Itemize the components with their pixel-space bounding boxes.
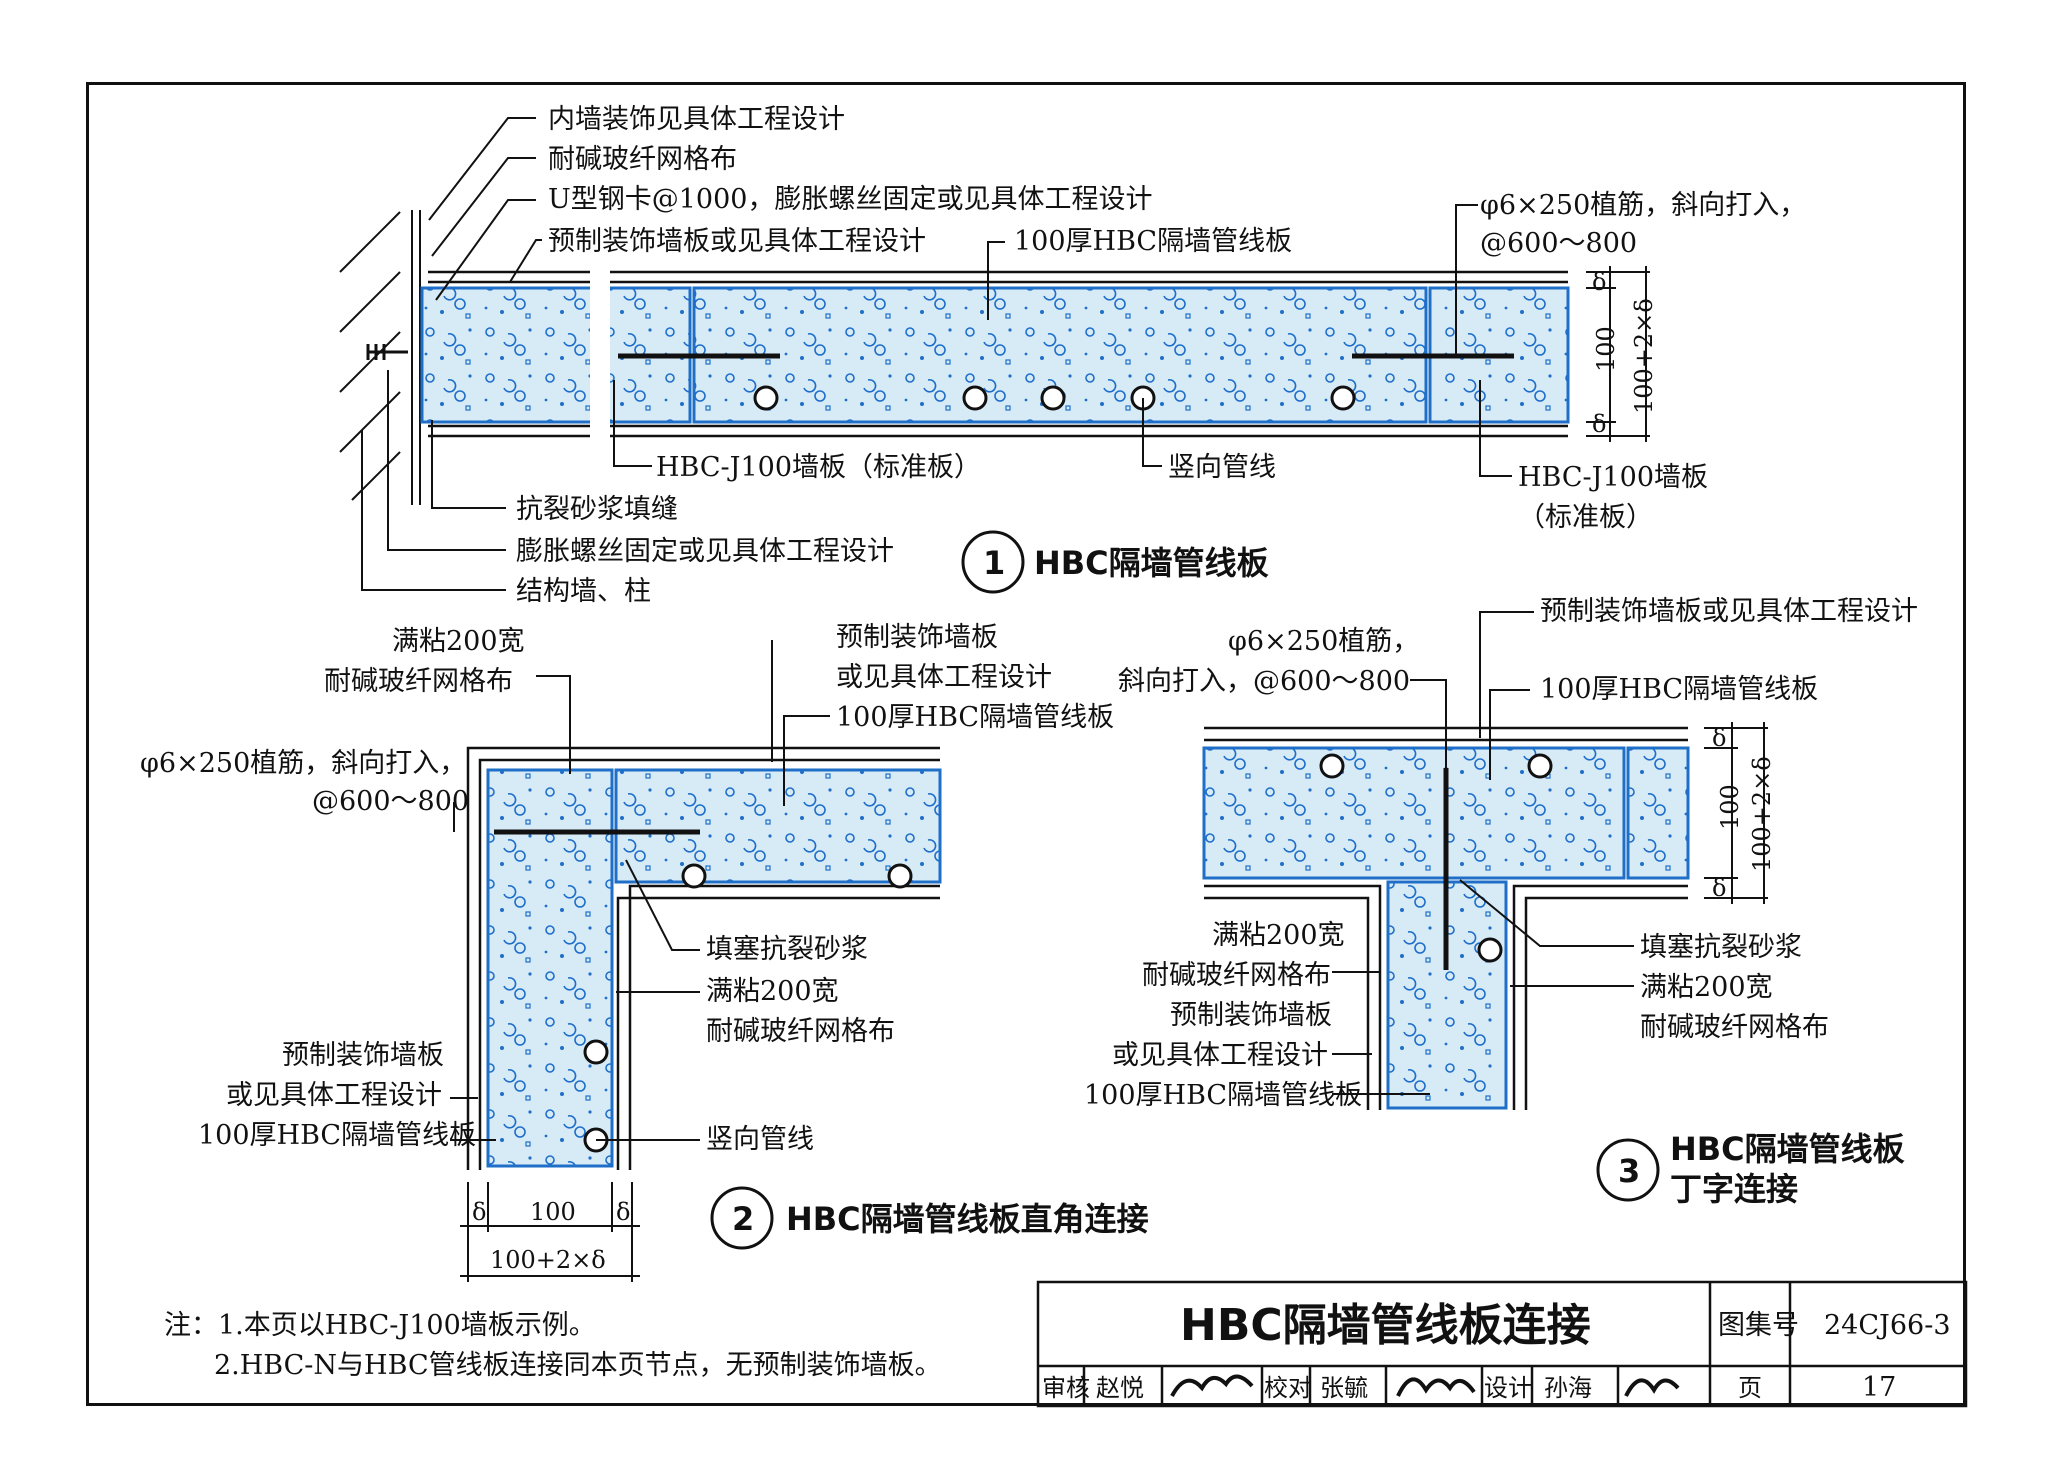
detail3-title-2: 丁字连接 (1670, 1170, 1798, 1208)
dim1-100: 100 (1592, 326, 1620, 372)
dim3-delta-top: δ (1712, 724, 1726, 752)
pipes-2 (583, 863, 913, 1153)
label-std-board-right-1: HBC-J100墙板 (1518, 462, 1708, 493)
label-mesh-l-3b: 耐碱玻纤网格布 (1142, 960, 1331, 991)
label-rebar-1b: @600～800 (1480, 228, 1637, 259)
detail3-title-1: HBC隔墙管线板 (1670, 1130, 1905, 1168)
dim-lines-2 (460, 1182, 640, 1282)
label-mesh-1: 耐碱玻纤网格布 (548, 144, 737, 175)
designer-name: 孙海 (1544, 1374, 1592, 1402)
drawing-frame (86, 82, 1966, 1406)
dim3-100: 100 (1716, 784, 1744, 830)
atlas-number: 24CJ66-3 (1824, 1310, 1951, 1341)
dim2-100: 100 (530, 1198, 576, 1226)
dim-lines-1 (1586, 266, 1650, 442)
detail2-number: 2 (732, 1200, 754, 1238)
label-rebar-2b: @600～800 (312, 786, 469, 817)
dim-lines-3 (1704, 722, 1768, 904)
label-struct-wall: 结构墙、柱 (516, 576, 651, 607)
label-precast-left-2a: 预制装饰墙板 (282, 1040, 444, 1071)
dim2-delta-right: δ (616, 1198, 630, 1226)
hbc-board-3h1 (1202, 746, 1626, 880)
label-u-clip: U型钢卡@1000，膨胀螺丝固定或见具体工程设计 (548, 184, 1152, 215)
label-precast-l-3a: 预制装饰墙板 (1170, 1000, 1332, 1031)
hbc-board-3h2 (1626, 746, 1690, 880)
detail2-title: HBC隔墙管线板直角连接 (786, 1200, 1149, 1238)
precast-panel-lines (428, 270, 1568, 438)
detail1-number: 1 (983, 544, 1005, 582)
reviewer-name: 赵悦 (1096, 1374, 1144, 1402)
structural-wall-hatch (339, 210, 421, 505)
label-hbc-left-2: 100厚HBC隔墙管线板 (198, 1120, 476, 1151)
label-rebar-1a: φ6×250植筋，斜向打入， (1480, 190, 1806, 221)
hbc-board-2v (486, 768, 614, 1168)
label-hbc-board-2: 100厚HBC隔墙管线板 (836, 702, 1114, 733)
detail3-number: 3 (1618, 1152, 1640, 1190)
detail1-title: HBC隔墙管线板 (1034, 544, 1269, 582)
page-label: 页 (1738, 1374, 1762, 1402)
label-precast-top-3: 预制装饰墙板或见具体工程设计 (1540, 596, 1918, 627)
label-precast-left-2b: 或见具体工程设计 (226, 1080, 442, 1111)
title-block (1036, 1280, 1968, 1408)
detail3-number-circle (1596, 1138, 1660, 1202)
label-hbc-top-3: 100厚HBC隔墙管线板 (1540, 674, 1818, 705)
dim3-delta-bottom: δ (1712, 874, 1726, 902)
detail3-drawing (1202, 611, 1768, 1110)
label-vertical-pipe-1: 竖向管线 (1168, 452, 1276, 483)
sheet-title: HBC隔墙管线板连接 (1180, 1300, 1591, 1351)
label-precast-2b: 或见具体工程设计 (836, 662, 1052, 693)
check-label: 校对 (1264, 1374, 1312, 1402)
label-inner-finish: 内墙装饰见具体工程设计 (548, 104, 845, 135)
label-mesh-in-2a: 满粘200宽 (706, 976, 839, 1007)
label-precast-1: 预制装饰墙板或见具体工程设计 (548, 226, 926, 257)
anchor-bolt-icon (366, 344, 408, 360)
note-1: 注：1.本页以HBC-J100墙板示例。 (164, 1310, 596, 1341)
label-fill-mortar-3: 填塞抗裂砂浆 (1640, 932, 1802, 963)
detail1-number-circle (961, 530, 1025, 594)
label-mesh-top-1: 满粘200宽 (392, 626, 525, 657)
label-hbc-l-3: 100厚HBC隔墙管线板 (1084, 1080, 1362, 1111)
dim3-total: 100+2×δ (1748, 756, 1776, 872)
dim1-total: 100+2×δ (1630, 298, 1658, 414)
label-mesh-in-2b: 耐碱玻纤网格布 (706, 1016, 895, 1047)
label-vertical-pipe-2: 竖向管线 (706, 1124, 814, 1155)
label-fill-mortar-2: 填塞抗裂砂浆 (706, 934, 868, 965)
label-rebar-3a: φ6×250植筋， (1228, 626, 1419, 657)
atlas-label: 图集号 (1718, 1310, 1799, 1341)
design-label: 设计 (1484, 1374, 1532, 1402)
label-precast-2a: 预制装饰墙板 (836, 622, 998, 653)
pipes-3 (1319, 753, 1553, 963)
dim1-delta-bottom: δ (1592, 410, 1606, 438)
detail2-number-circle (710, 1186, 774, 1250)
label-mesh-r-3a: 满粘200宽 (1640, 972, 1773, 1003)
page-number: 17 (1862, 1372, 1896, 1403)
label-crack-mortar: 抗裂砂浆填缝 (516, 494, 678, 525)
detail2-drawing (450, 640, 942, 1282)
signature-marks (1170, 1374, 1680, 1397)
detail1-drawing (339, 117, 1650, 591)
label-rebar-3b: 斜向打入，@600～800 (1118, 666, 1410, 697)
label-anchor: 膨胀螺丝固定或见具体工程设计 (516, 536, 894, 567)
label-std-board-left: HBC-J100墙板（标准板） (656, 452, 981, 483)
review-label: 审核 (1042, 1374, 1090, 1402)
hbc-board-2h (614, 768, 942, 884)
dim1-delta-top: δ (1592, 268, 1606, 296)
note-2: 2.HBC-N与HBC管线板连接同本页节点，无预制装饰墙板。 (214, 1350, 942, 1381)
dim2-delta-left: δ (472, 1198, 486, 1226)
label-rebar-2a: φ6×250植筋，斜向打入， (140, 748, 466, 779)
label-hbc-board-1: 100厚HBC隔墙管线板 (1014, 226, 1292, 257)
label-mesh-top-2: 耐碱玻纤网格布 (324, 666, 513, 697)
checker-name: 张毓 (1320, 1374, 1368, 1402)
label-precast-l-3b: 或见具体工程设计 (1112, 1040, 1328, 1071)
label-mesh-r-3b: 耐碱玻纤网格布 (1640, 1012, 1829, 1043)
label-mesh-l-3a: 满粘200宽 (1212, 920, 1345, 951)
label-std-board-right-2: （标准板） (1518, 502, 1653, 533)
dim2-total: 100+2×δ (490, 1246, 606, 1274)
